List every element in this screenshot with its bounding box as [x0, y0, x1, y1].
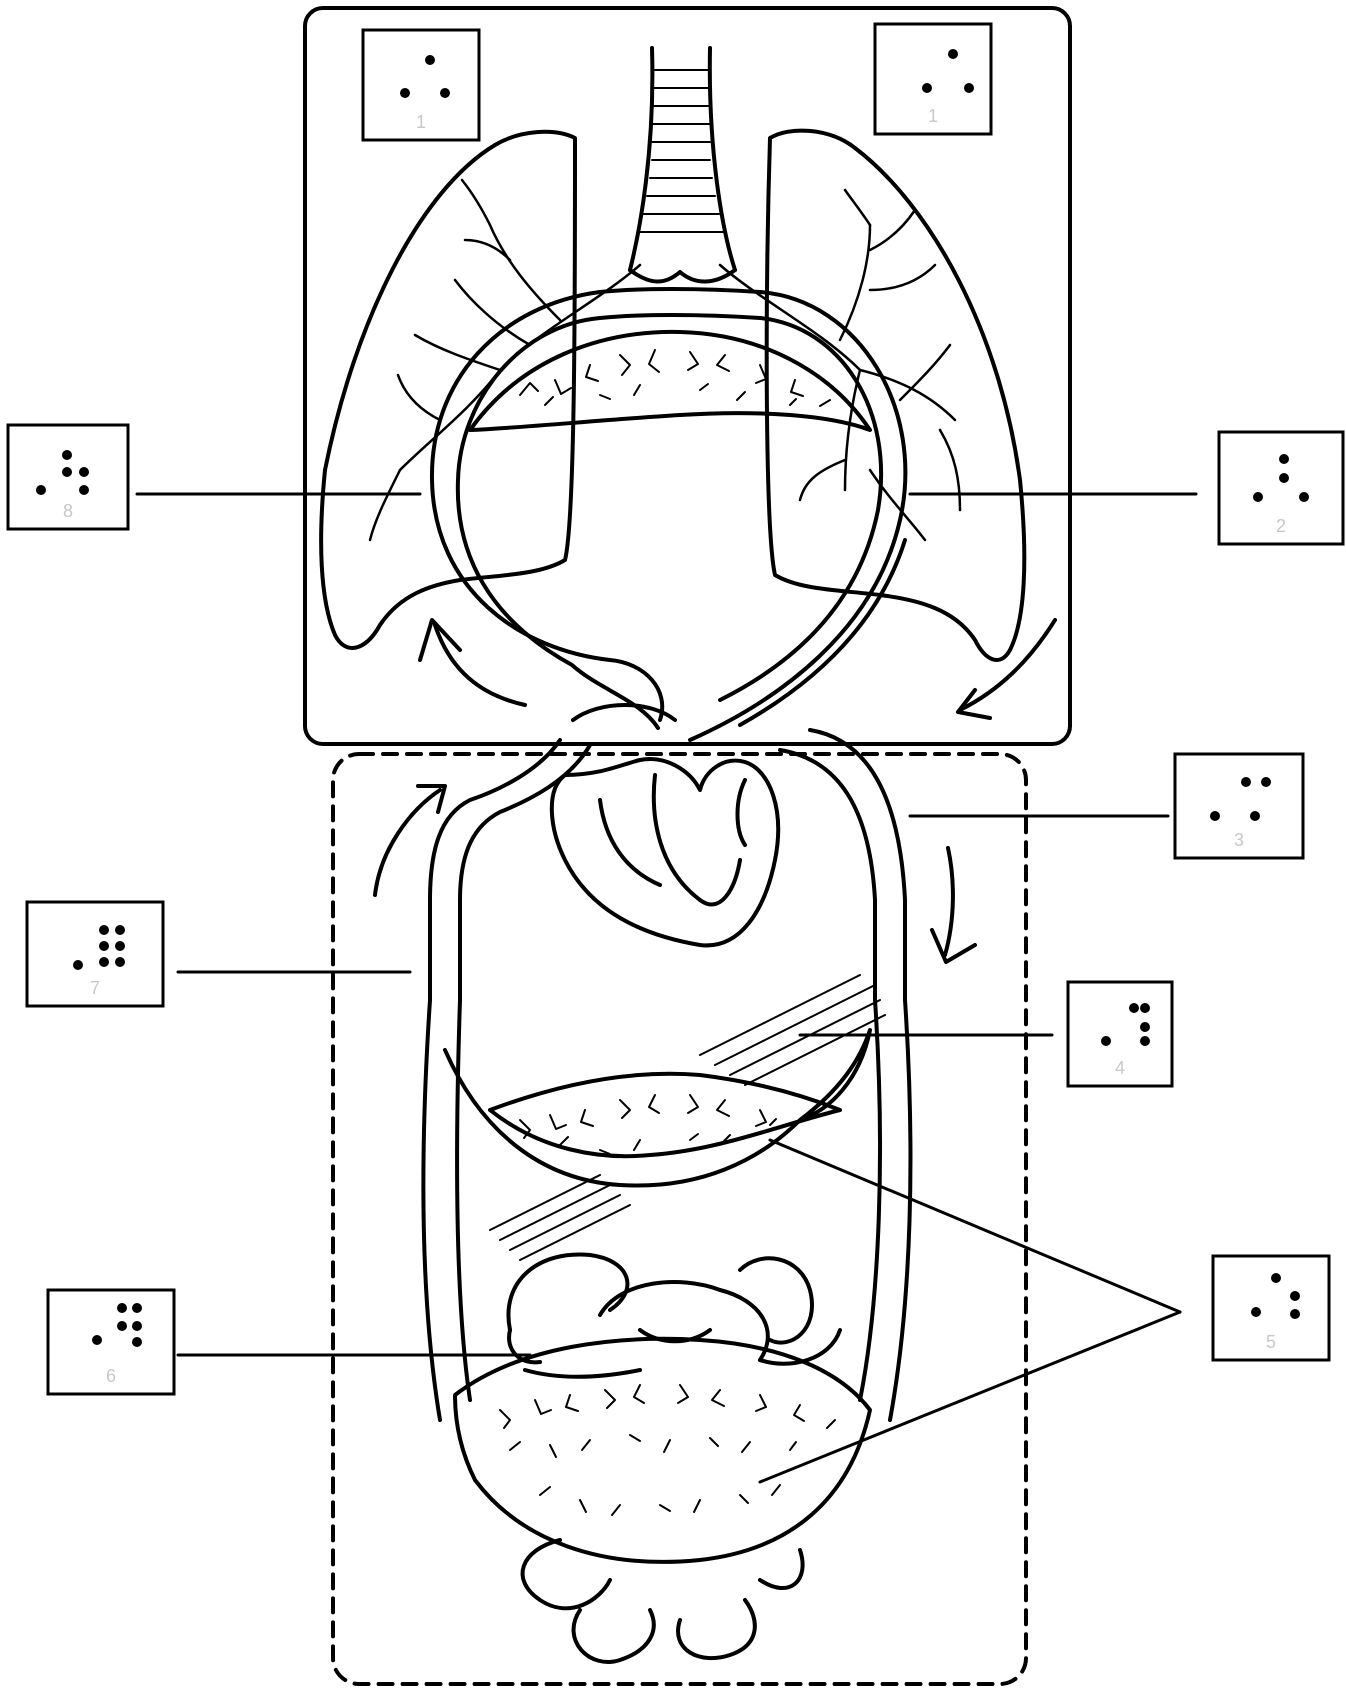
upper-capillary-bed — [445, 975, 885, 1260]
label-number: 1 — [416, 112, 426, 132]
braille-label-3: 3 — [1175, 754, 1303, 858]
braille-dot — [79, 485, 89, 495]
braille-dot — [36, 485, 46, 495]
label-number: 4 — [1115, 1058, 1125, 1078]
braille-label-7: 7 — [27, 902, 163, 1006]
braille-dot — [132, 1321, 142, 1331]
braille-dot — [115, 941, 125, 951]
braille-dot — [115, 957, 125, 967]
braille-dot — [1279, 454, 1289, 464]
braille-dot — [1279, 473, 1289, 483]
braille-dot — [62, 467, 72, 477]
label-number: 2 — [1276, 516, 1286, 536]
braille-dot — [964, 83, 974, 93]
label-number: 3 — [1234, 830, 1244, 850]
braille-dot — [79, 467, 89, 477]
systemic-vessels — [430, 705, 905, 1000]
flow-arrow-icon — [932, 848, 975, 962]
lower-capillary-bed — [455, 1339, 870, 1562]
label-number: 6 — [106, 1366, 116, 1386]
braille-dot — [1101, 1036, 1111, 1046]
braille-label-8: 8 — [8, 425, 128, 529]
braille-dot — [425, 55, 435, 65]
braille-dot — [1261, 777, 1271, 787]
pulmonary-loop — [432, 289, 905, 740]
braille-dot — [1140, 1036, 1150, 1046]
braille-label-1b: 1 — [875, 24, 991, 134]
braille-dot — [132, 1337, 142, 1347]
systemic-region-frame — [333, 754, 1026, 1684]
label-number: 8 — [63, 501, 73, 521]
lung-capillary-bed — [470, 332, 870, 430]
braille-dot — [1251, 1307, 1261, 1317]
braille-dot — [1241, 777, 1251, 787]
braille-label-5: 5 — [1213, 1256, 1329, 1360]
heart — [552, 759, 778, 945]
bronchial-tree-right — [720, 190, 960, 540]
braille-dot — [1140, 1022, 1150, 1032]
braille-dot — [400, 88, 410, 98]
body-vessel-right — [860, 1000, 910, 1420]
braille-dot — [92, 1335, 102, 1345]
braille-label-1a: 1 — [363, 30, 479, 140]
braille-dot — [1290, 1309, 1300, 1319]
braille-dot — [1271, 1273, 1281, 1283]
label-number: 1 — [928, 106, 938, 126]
braille-dot — [115, 925, 125, 935]
braille-dot — [1299, 492, 1309, 502]
braille-label-4: 4 — [1068, 982, 1172, 1086]
label-number: 7 — [90, 978, 100, 998]
braille-dot — [62, 450, 72, 460]
flow-arrow-icon — [420, 620, 525, 705]
trachea — [630, 48, 735, 282]
flow-arrow-icon — [375, 786, 445, 895]
braille-dot — [132, 1303, 142, 1313]
braille-dot — [440, 88, 450, 98]
braille-dot — [1250, 811, 1260, 821]
label-number: 5 — [1266, 1332, 1276, 1352]
right-lung — [767, 131, 1025, 660]
lower-intestine — [523, 1540, 803, 1662]
braille-dot — [99, 941, 109, 951]
braille-dot — [117, 1321, 127, 1331]
braille-dot — [117, 1303, 127, 1313]
braille-dot — [99, 925, 109, 935]
braille-dot — [99, 957, 109, 967]
braille-dot — [73, 960, 83, 970]
braille-dot — [1290, 1291, 1300, 1301]
braille-dot — [1210, 811, 1220, 821]
braille-dot — [1140, 1003, 1150, 1013]
braille-label-6: 6 — [48, 1290, 174, 1394]
braille-dot — [922, 83, 932, 93]
body-vessel-left — [423, 1000, 470, 1420]
braille-dot — [1129, 1003, 1139, 1013]
braille-dot — [948, 49, 958, 59]
leader-lines — [137, 494, 1196, 1482]
braille-dot — [1253, 492, 1263, 502]
braille-label-2: 2 — [1219, 432, 1343, 544]
